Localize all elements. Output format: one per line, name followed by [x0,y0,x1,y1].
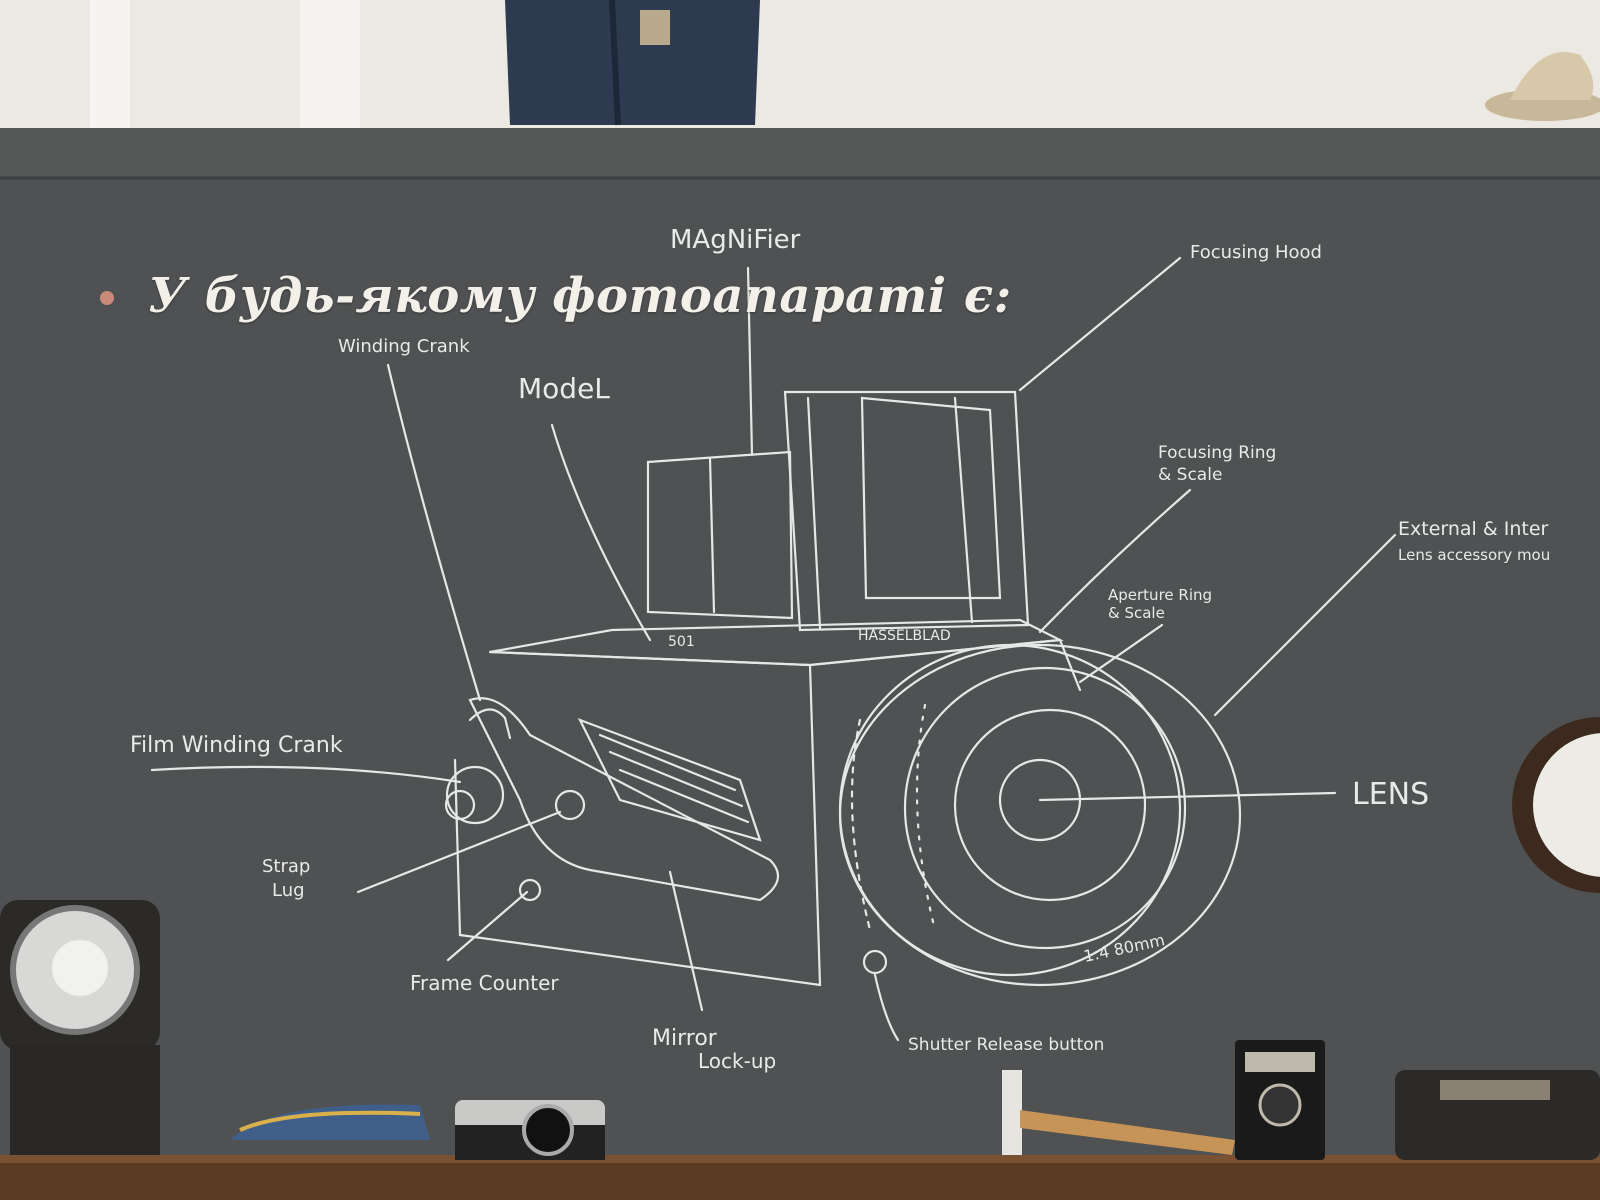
label-external-mount-2: Lens accessory mou [1398,546,1550,564]
crank-knob [468,708,512,740]
label-aperture-ring-2: & Scale [1108,604,1165,622]
label-mirror-lockup: Mirror [652,1026,718,1051]
spotlight-base [10,1045,160,1155]
label-winding-crank: Winding Crank [338,336,470,357]
chalkboard [0,128,1600,1158]
grip-line [598,733,737,792]
shutter-button-dial [862,949,888,975]
wall-post [90,0,130,130]
leader-magnifier [746,266,754,457]
shelf-edge [0,1155,1600,1163]
label-strap-lug: Strap [262,856,310,877]
label-model: ModeL [518,372,610,405]
leader-film-winding [150,765,462,784]
wall-post [300,0,360,130]
leader-aperture-ring [1078,623,1164,684]
label-focusing-ring-2: & Scale [1158,465,1222,485]
vintage-camera-top [1440,1080,1550,1100]
jeans-tag [640,10,670,45]
grip-line [618,768,750,824]
aperture-ring-ticks [915,703,937,932]
label-body-model: 501 [668,634,695,650]
leader-strap-lug [356,810,562,894]
label-film-winding-crank: Film Winding Crank [130,733,343,758]
leader-focusing-ring [1038,488,1192,634]
leader-external-mount [1213,533,1397,717]
jeans-seam [609,0,621,126]
frame-counter-dial [518,878,542,902]
background-wall [0,0,1600,130]
bullet-dot [100,291,114,305]
leader-frame-counter [446,890,529,962]
label-body-brand: HASSELBLAD [858,628,951,644]
grip-line [608,750,744,808]
camera-drawing [150,256,1397,1042]
label-lens: LENS [1352,777,1429,812]
hammer-handle [1020,1110,1235,1155]
side-plate [468,697,780,902]
label-aperture-ring: Aperture Ring [1108,586,1212,604]
hammer-head [1002,1070,1022,1155]
label-focusing-hood: Focusing Hood [1190,242,1322,263]
leader-lens [1038,791,1337,802]
box-camera-plate [1245,1052,1315,1072]
label-frame-counter: Frame Counter [410,971,559,995]
winding-knob-center [444,789,476,821]
leader-focusing-hood [1018,256,1182,392]
hood-line [953,396,974,624]
spotlight-bulb [52,940,108,996]
label-focusing-ring: Focusing Ring [1158,443,1276,463]
film-camera-lens [522,1104,574,1156]
chalkboard-top-ledge [0,128,1600,178]
leader-shutter-button [873,973,900,1042]
focus-ring-ticks [850,718,872,932]
strap-lug-ring [554,789,586,821]
lens-ring [903,666,1187,950]
chalk-labels: MAgNiFier Focusing Hood Winding Crank Mo… [130,225,1550,1073]
lens-barrel [838,643,1242,987]
grip-plate [577,717,762,842]
leader-winding-crank [386,363,482,702]
lens-glass [953,708,1147,902]
label-strap-lug-2: Lug [272,880,305,901]
hood-window [860,396,1002,600]
leader-model [550,423,652,642]
box-camera-lens [1258,1083,1302,1127]
winding-knob [445,765,505,825]
strap-pattern [239,1110,421,1132]
label-shutter-button: Shutter Release button [908,1035,1104,1055]
label-external-mount: External & Inter [1398,518,1549,540]
wall-clock-face [1533,733,1600,877]
label-mirror-lockup-2: Lock-up [698,1049,776,1073]
straw-hat-crown [1510,52,1594,100]
camera-body [453,650,822,987]
leader-mirror-lockup [668,870,704,1012]
hood-line [806,396,822,630]
slide-bullet: У будь-якому фотоапараті є: [100,268,1012,324]
camera-body-right [808,638,1082,692]
magnifier-line [708,456,716,614]
label-magnifier: MAgNiFier [670,225,801,255]
hanging-jeans [505,0,760,125]
bullet-text: У будь-якому фотоапараті є: [148,268,1012,324]
magnifier-box [646,450,794,620]
